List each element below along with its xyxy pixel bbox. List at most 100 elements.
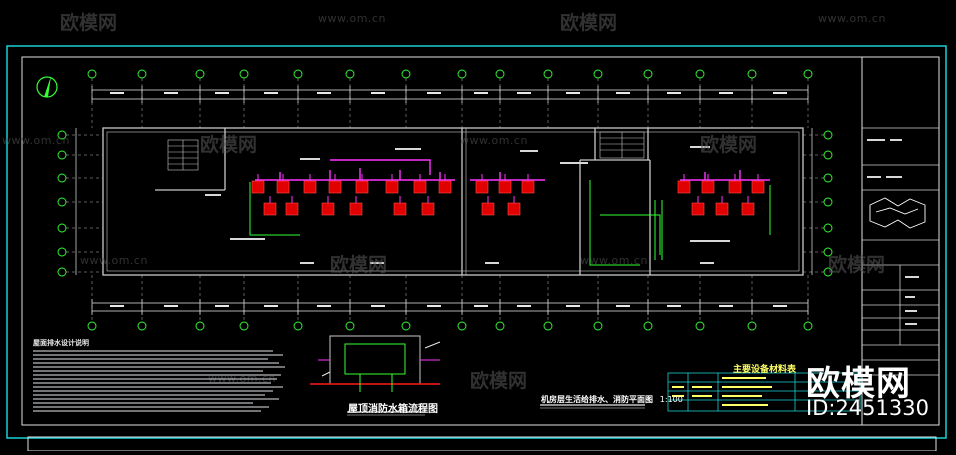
north-arrow-icon (36, 76, 58, 98)
dimension-value (773, 92, 787, 94)
dimension-value (566, 305, 580, 307)
title-block-frame (861, 56, 940, 426)
axis-bubble (57, 267, 67, 277)
axis-bubble (495, 69, 505, 79)
sanitary-fixture (507, 202, 521, 216)
watermark-url: www.om.cn (318, 12, 386, 25)
equipment-table-text (672, 377, 772, 406)
dimension-value (616, 305, 630, 307)
dimension-value (517, 92, 531, 94)
title-block-text-lines (867, 139, 919, 325)
side-dimension-lines (75, 128, 813, 275)
watermark-url: www.om.cn (460, 134, 528, 147)
notes-text-line (33, 390, 273, 392)
axis-bubble (457, 321, 467, 331)
title-underlines (347, 404, 645, 416)
title-block (862, 127, 939, 376)
dimension-value (215, 305, 229, 307)
sanitary-fixture (349, 202, 363, 216)
bottom-border-box (27, 436, 937, 452)
axis-bubble (823, 223, 833, 233)
axis-bubble (643, 69, 653, 79)
dimension-value (264, 92, 278, 94)
sanitary-fixture (385, 180, 399, 194)
notes-header: 屋面排水设计说明 (33, 339, 89, 347)
axis-bubble (823, 173, 833, 183)
sanitary-fixtures (251, 174, 765, 216)
building-walls (102, 127, 804, 276)
sanitary-fixture (328, 180, 342, 194)
dimension-value (616, 92, 630, 94)
axis-bubble (643, 321, 653, 331)
axis-bubble (593, 69, 603, 79)
outer-frame (6, 45, 947, 439)
top-axis-markers (87, 69, 813, 128)
bottom-dimension-chain (92, 302, 808, 312)
sanitary-fixture (498, 180, 512, 194)
dimension-value (427, 92, 441, 94)
stair-icon (167, 139, 199, 171)
watermark-brand: 欧模网 (560, 12, 618, 34)
sanitary-fixture (303, 180, 317, 194)
stair-icon (599, 131, 645, 159)
equipment-table (667, 372, 861, 412)
axis-bubble (57, 223, 67, 233)
axis-bubble (195, 321, 205, 331)
dimension-value (371, 92, 385, 94)
notes-text-line (33, 362, 279, 364)
dimension-value (773, 305, 787, 307)
tank-flow-diagram-title: 屋顶消防水箱流程图 (348, 404, 438, 415)
dimension-value (667, 92, 681, 94)
sanitary-fixture (285, 202, 299, 216)
key-plan-sketch (869, 197, 926, 229)
dimension-value (719, 92, 733, 94)
sanitary-fixture (728, 180, 742, 194)
drawing-annotations (205, 146, 730, 264)
axis-bubble (57, 173, 67, 183)
sanitary-fixture (393, 202, 407, 216)
sanitary-fixture (691, 202, 705, 216)
axis-bubble (345, 69, 355, 79)
sanitary-fixture (677, 180, 691, 194)
left-axis-markers (57, 130, 103, 277)
notes-text-line (33, 386, 283, 388)
axis-bubble (803, 69, 813, 79)
sanitary-fixture (263, 202, 277, 216)
dimension-value (317, 92, 331, 94)
axis-bubble (543, 321, 553, 331)
dimension-value (474, 305, 488, 307)
sanitary-fixture (481, 202, 495, 216)
axis-bubble (87, 69, 97, 79)
plan-title: 机房层生活给排水、消防平面图 1:100 (541, 394, 683, 405)
axis-bubble (823, 197, 833, 207)
watermark-url: www.om.cn (2, 134, 70, 147)
watermark-brand: 欧模网 (700, 134, 758, 156)
axis-bubble (137, 69, 147, 79)
sanitary-fixture (421, 202, 435, 216)
dimension-value (371, 305, 385, 307)
watermark-brand: 欧模网 (330, 254, 388, 276)
sanitary-fixture (413, 180, 427, 194)
axis-bubble (87, 321, 97, 331)
axis-bubble (803, 321, 813, 331)
notes-text-line (33, 370, 263, 372)
watermark-brand: 欧模网 (60, 12, 118, 34)
watermark-brand: 欧模网 (470, 370, 528, 392)
magenta-supply-pipes (255, 159, 770, 181)
notes-text-line (33, 410, 261, 412)
axis-bubble (239, 321, 249, 331)
axis-bubble (57, 247, 67, 257)
axis-bubble (543, 69, 553, 79)
axis-bubble (137, 321, 147, 331)
notes-text-line (33, 358, 268, 360)
notes-text-line (33, 366, 285, 368)
axis-bubble (57, 150, 67, 160)
sanitary-fixture (438, 180, 452, 194)
brand-logo-text: 欧模网 (806, 364, 911, 404)
bottom-axis-markers (87, 275, 813, 331)
sanitary-fixture (321, 202, 335, 216)
bottom-dimension-ticks (91, 299, 809, 315)
axis-bubble (195, 69, 205, 79)
axis-bubble (823, 150, 833, 160)
watermark-url: www.om.cn (580, 254, 648, 267)
